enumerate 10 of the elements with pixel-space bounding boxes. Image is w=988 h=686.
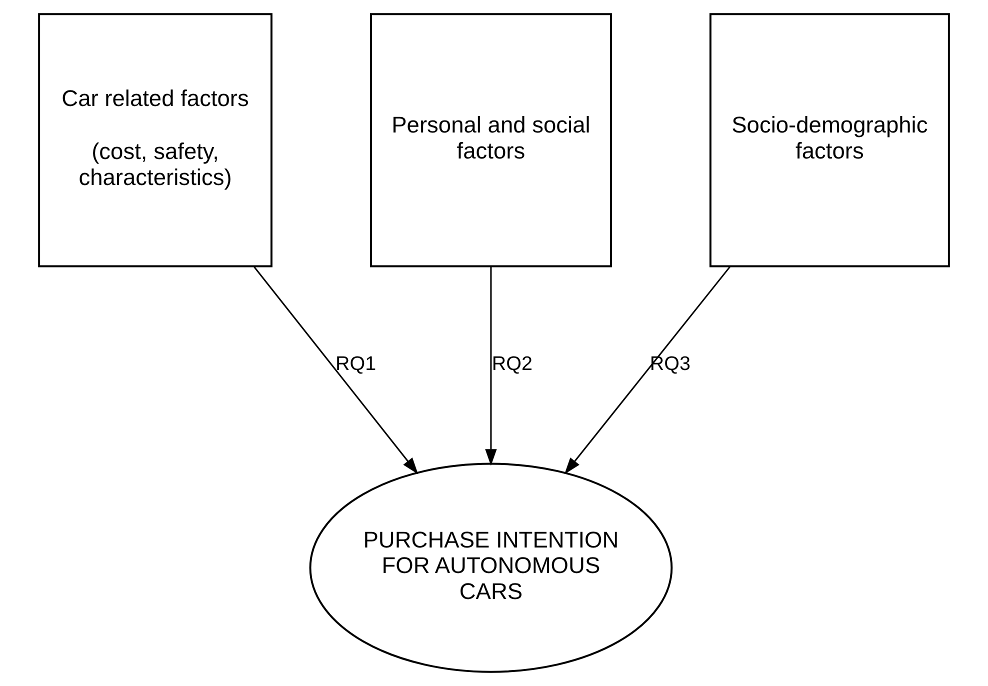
node-box: Socio-demographic factors (709, 13, 950, 268)
node-box: Personal and social factors (370, 13, 612, 268)
edge-label: RQ1 (335, 353, 376, 376)
node-ellipse: PURCHASE INTENTION FOR AUTONOMOUS CARS (309, 462, 673, 673)
node-box: Car related factors (cost, safety, characteristics) (38, 13, 272, 268)
arrow (254, 266, 418, 474)
arrow (485, 266, 497, 466)
edge-label: RQ3 (650, 353, 690, 376)
edge-label: RQ2 (492, 353, 533, 376)
arrow (564, 266, 730, 474)
